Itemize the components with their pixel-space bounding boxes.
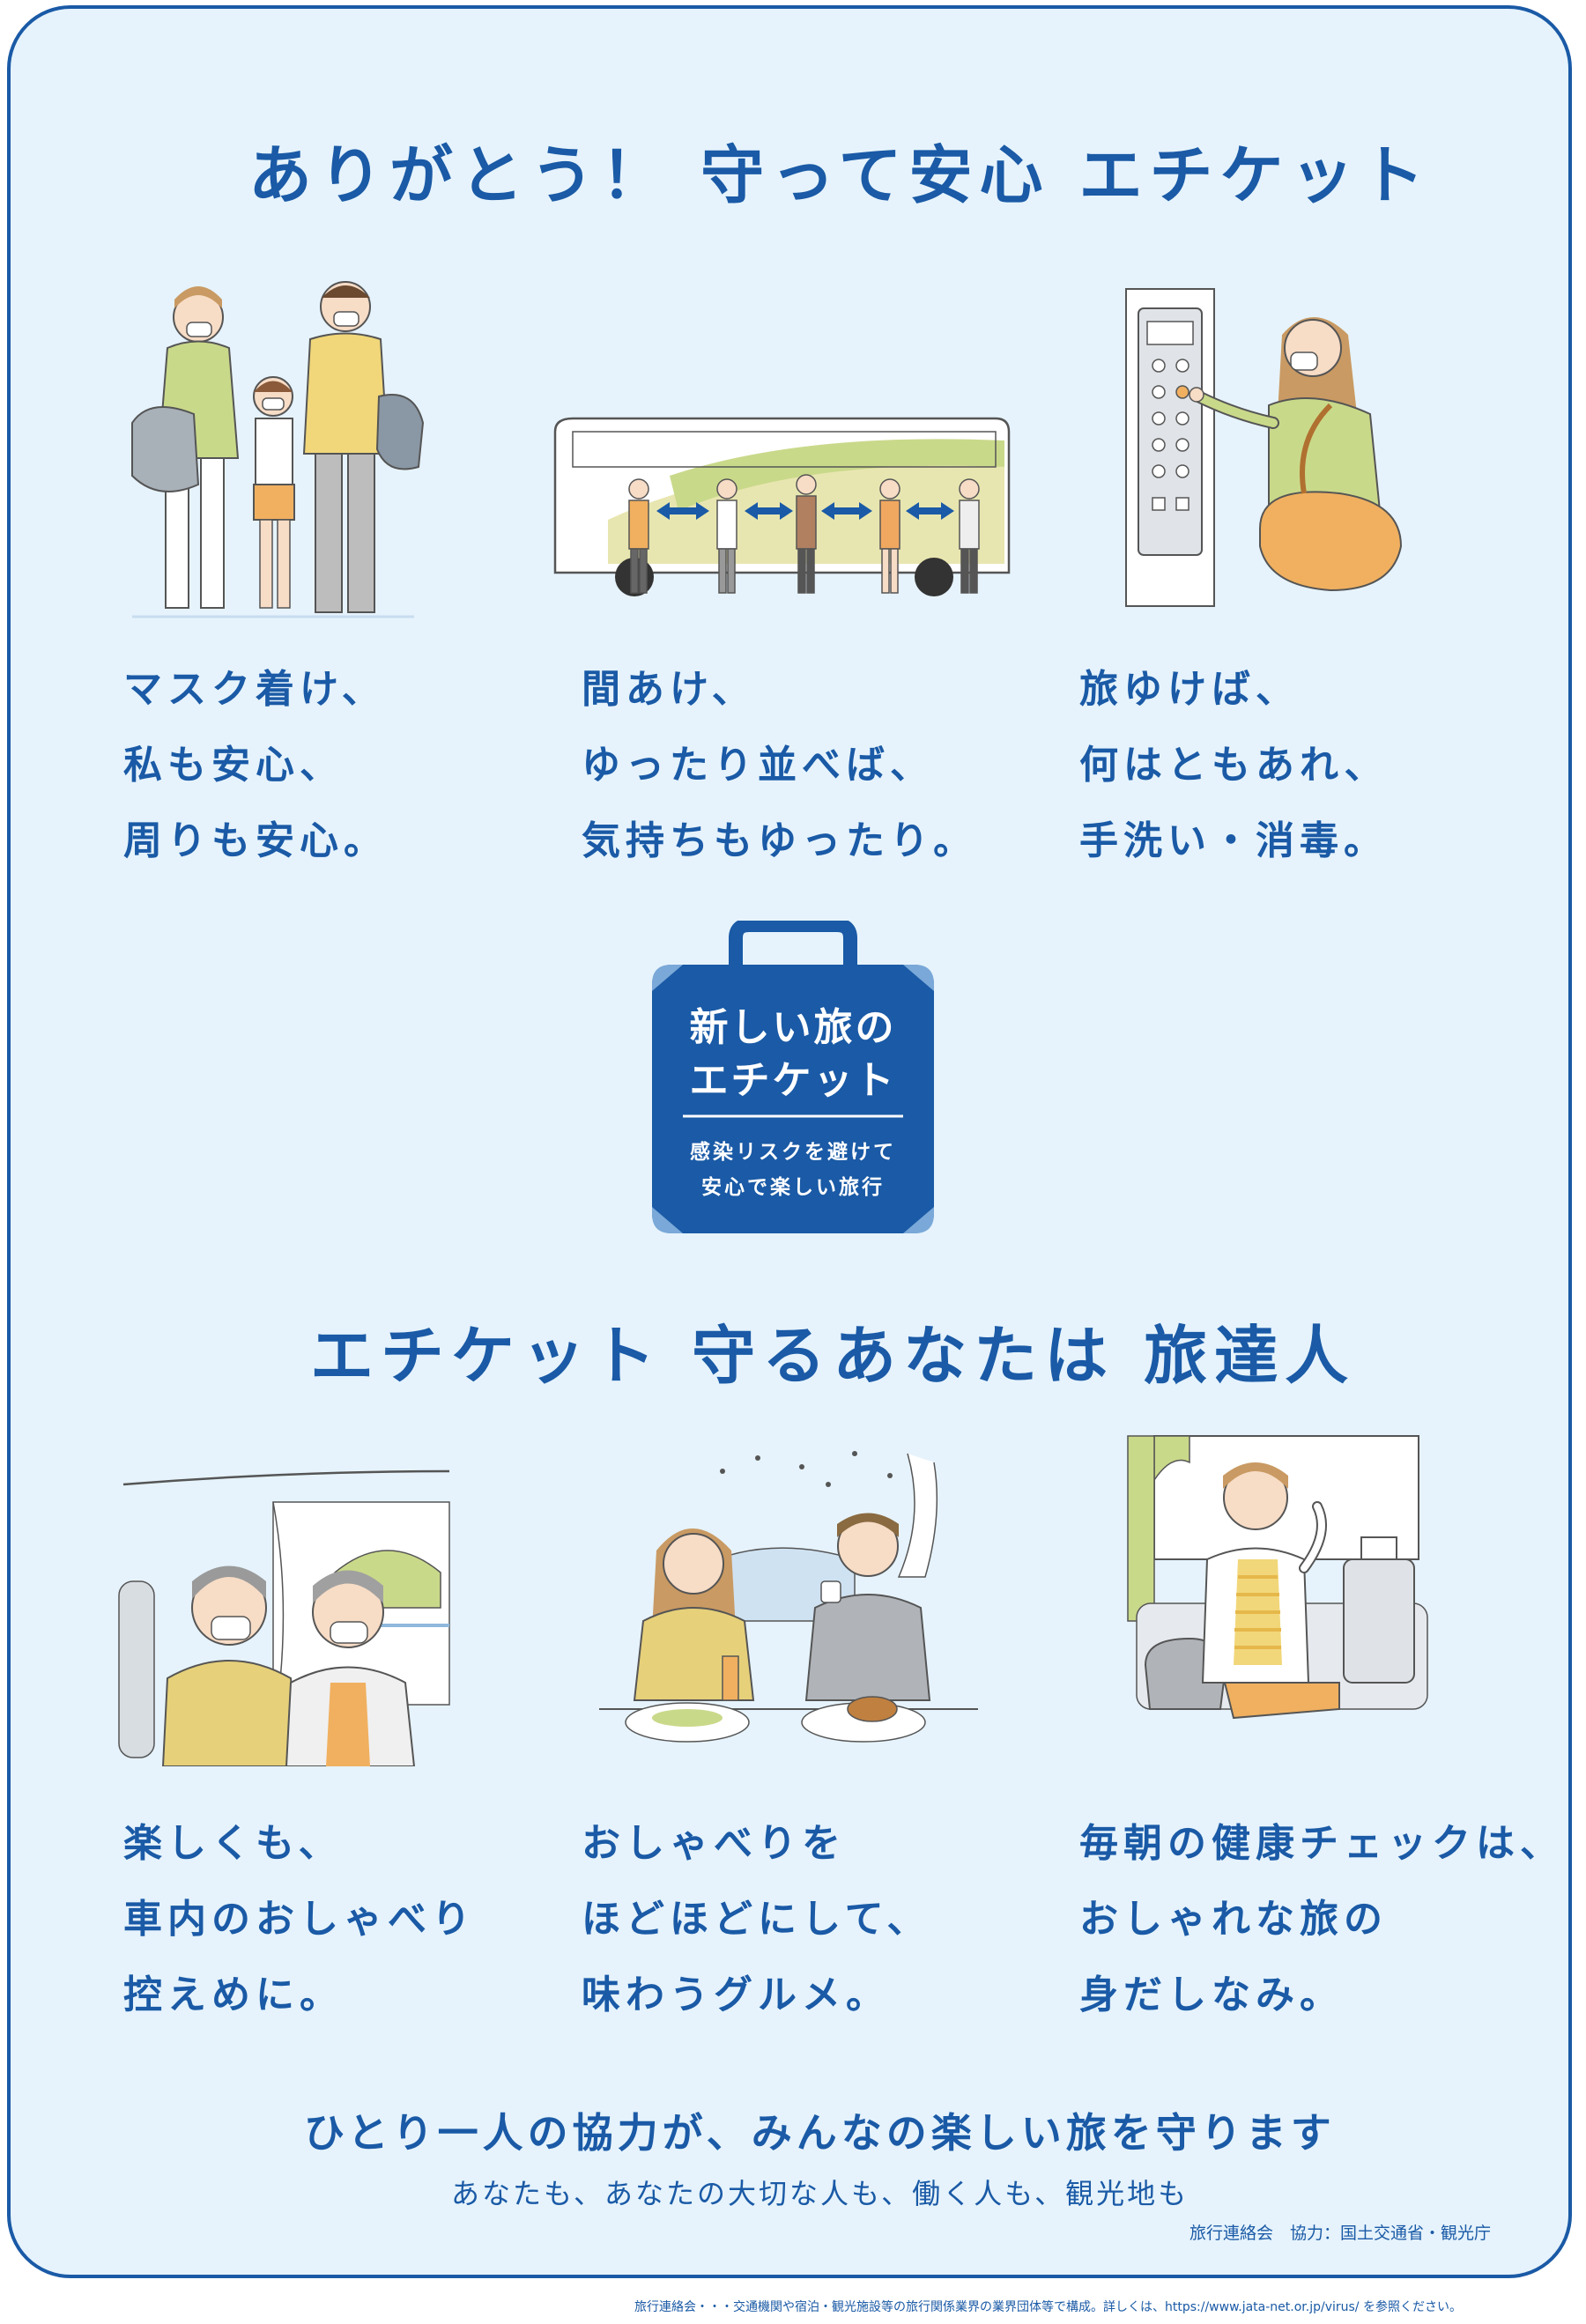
caption-line: 身だしなみ。 <box>1079 1972 1344 2017</box>
caption-line: 何はともあれ、 <box>1079 743 1389 788</box>
caption-line: おしゃれな旅の <box>1079 1897 1388 1942</box>
caption-line: 毎朝の健康チェックは、 <box>1079 1821 1564 1866</box>
footer-subtext: あなたも、あなたの大切な人も、働く人も、観光地も <box>451 2177 1190 2210</box>
badge-title-line2: エチケット <box>689 1058 897 1103</box>
page-title: ありがとう！ 守って安心 エチケット <box>248 138 1432 212</box>
caption-gourmet: おしゃべりを ほどほどにして、 味わうグルメ。 <box>582 1806 930 2033</box>
footer-note: 旅行連絡会・・・交通機関や宿泊・観光施設等の旅行関係業界の業界団体等で構成。詳し… <box>634 2300 1462 2314</box>
badge-sub-line2: 安心で楽しい旅行 <box>701 1176 885 1199</box>
caption-mask: マスク着け、 私も安心、 周りも安心。 <box>123 652 388 879</box>
caption-line: ゆったり並べば、 <box>582 743 934 788</box>
caption-distance: 間あけ、 ゆったり並べば、 気持ちもゆったり。 <box>582 652 977 879</box>
caption-line: 私も安心、 <box>123 743 344 788</box>
caption-handwash: 旅ゆけば、 何はともあれ、 手洗い・消毒。 <box>1079 652 1388 879</box>
footer-message: ひとり一人の協力が、みんなの楽しい旅を守ります <box>304 2109 1336 2157</box>
badge-sub-line1: 感染リスクを避けて <box>690 1141 896 1164</box>
caption-line: 周りも安心。 <box>123 818 388 863</box>
section-title: エチケット 守るあなたは 旅達人 <box>310 1319 1356 1393</box>
caption-line: 旅ゆけば、 <box>1079 667 1300 712</box>
elevator-button-woman-illustration <box>1125 288 1403 607</box>
caption-line: 手洗い・消毒。 <box>1079 818 1388 863</box>
dining-couple-illustration <box>599 1451 978 1743</box>
caption-line: おしゃべりを <box>582 1821 846 1866</box>
caption-quiet-train: 楽しくも、 車内のおしゃべり 控えめに。 <box>123 1806 476 2033</box>
caption-health-check: 毎朝の健康チェックは、 おしゃれな旅の 身だしなみ。 <box>1079 1806 1564 2033</box>
caption-line: 味わうグルメ。 <box>582 1972 890 2017</box>
badge-title-line1: 新しい旅の <box>689 1005 897 1050</box>
family-walking-masks-illustration <box>131 281 425 618</box>
caption-line: 気持ちもゆったり。 <box>582 818 978 863</box>
caption-line: 間あけ、 <box>582 667 756 712</box>
train-seniors-masks-illustration <box>118 1469 450 1766</box>
caption-line: 控えめに。 <box>123 1972 344 2017</box>
caption-line: 車内のおしゃべり <box>123 1897 476 1942</box>
suitcase-icon <box>652 921 934 1233</box>
caption-line: 楽しくも、 <box>123 1821 343 1866</box>
health-check-traveler-illustration <box>1127 1435 1428 1720</box>
bus-distancing-queue-illustration <box>553 417 1011 596</box>
footer-credit: 旅行連絡会 協力：国土交通省・観光庁 <box>1190 2224 1492 2243</box>
caption-line: マスク着け、 <box>123 667 386 712</box>
caption-line: ほどほどにして、 <box>582 1897 931 1942</box>
